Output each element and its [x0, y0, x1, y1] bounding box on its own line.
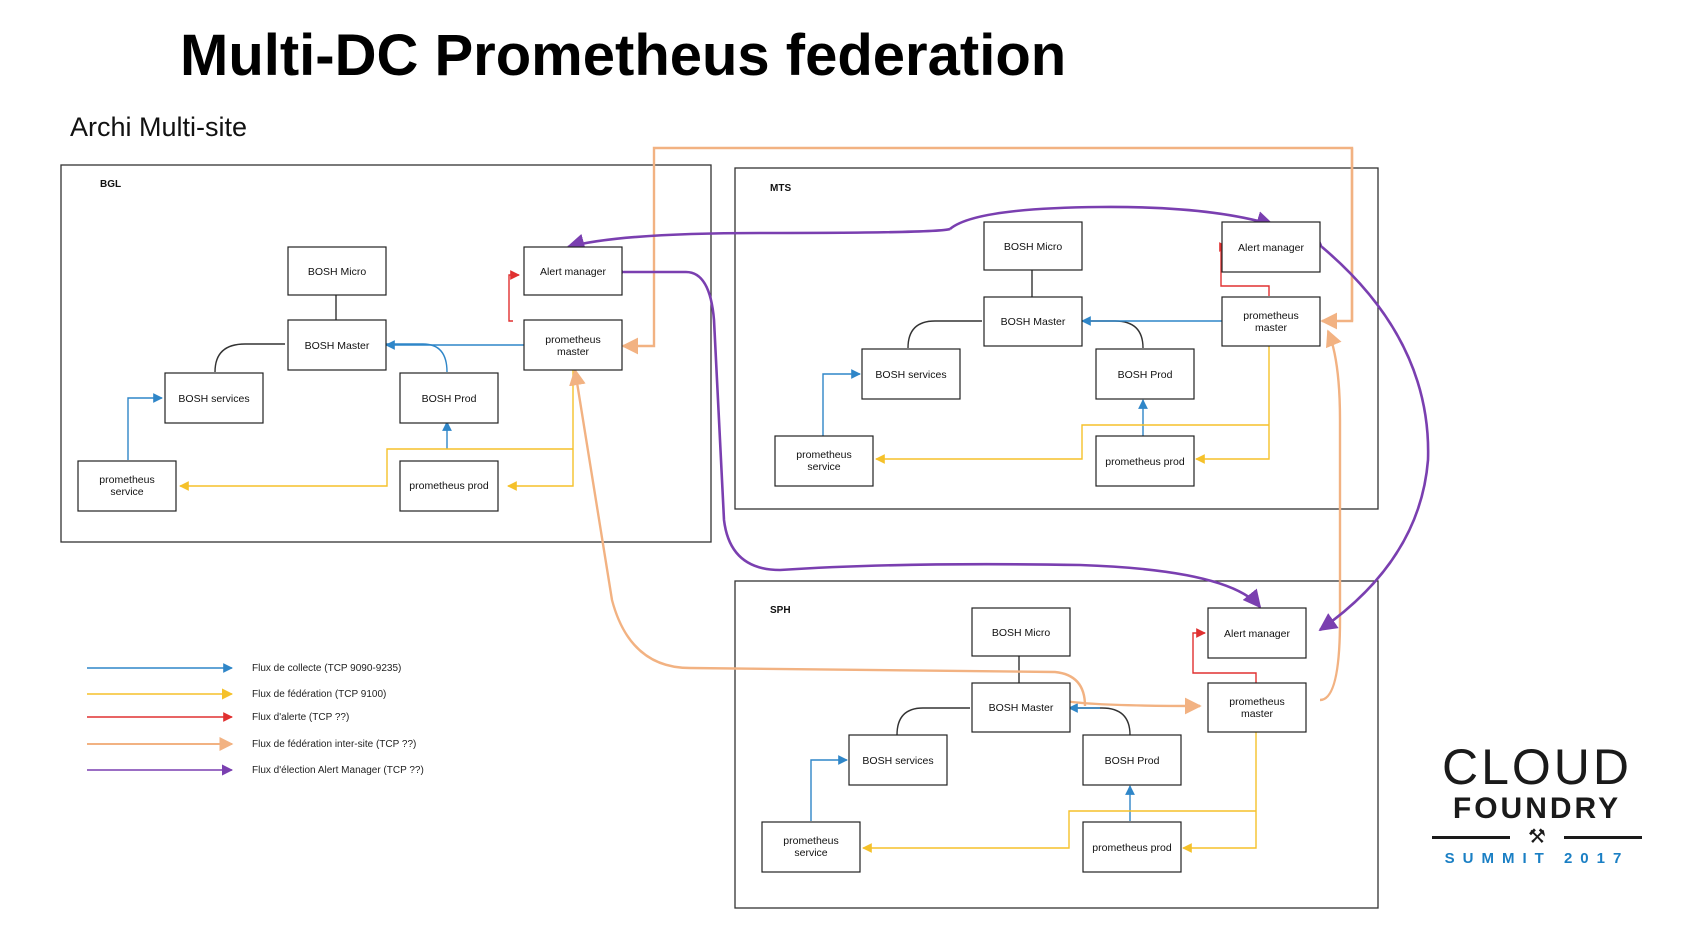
sph-bosh-micro: BOSH Micro: [971, 607, 1071, 657]
mts-bosh-services: BOSH services: [861, 348, 961, 400]
logo-divider: ⚒: [1432, 826, 1642, 848]
sph-bosh-services: BOSH services: [848, 734, 948, 786]
bgl-bosh-micro: BOSH Micro: [287, 246, 387, 296]
site-mts-label: MTS: [770, 183, 791, 194]
svg-text:BOSH services: BOSH services: [862, 755, 933, 767]
site-sph-label: SPH: [770, 605, 791, 616]
cloud-foundry-summit-logo: CLOUD FOUNDRY ⚒ SUMMIT 2017: [1432, 742, 1642, 867]
legend-item-collect: Flux de collecte (TCP 9090-9235): [87, 663, 401, 674]
svg-text:Flux d'élection Alert Manager: Flux d'élection Alert Manager (TCP ??): [252, 765, 424, 776]
svg-text:prometheus: prometheus: [545, 334, 600, 346]
svg-text:Flux de fédération inter-site: Flux de fédération inter-site (TCP ??): [252, 739, 416, 750]
legend-item-intersite: Flux de fédération inter-site (TCP ??): [87, 737, 416, 751]
svg-text:BOSH Micro: BOSH Micro: [308, 266, 367, 278]
mts-alert-manager: Alert manager: [1221, 221, 1321, 273]
svg-text:service: service: [794, 847, 827, 859]
bgl-prometheus-prod: prometheus prod: [399, 460, 499, 512]
svg-text:Flux d'alerte (TCP ??): Flux d'alerte (TCP ??): [252, 712, 349, 723]
svg-text:BOSH Master: BOSH Master: [989, 702, 1054, 714]
svg-text:master: master: [1241, 708, 1274, 720]
legend-item-election: Flux d'élection Alert Manager (TCP ??): [87, 764, 424, 776]
bgl-bosh-master: BOSH Master: [287, 319, 387, 371]
svg-text:BOSH Prod: BOSH Prod: [422, 393, 477, 405]
svg-text:prometheus: prometheus: [99, 474, 154, 486]
mts-bosh-master: BOSH Master: [983, 296, 1083, 347]
svg-text:Flux de fédération (TCP 9100): Flux de fédération (TCP 9100): [252, 689, 386, 700]
svg-text:BOSH Prod: BOSH Prod: [1118, 369, 1173, 381]
svg-text:prometheus: prometheus: [1243, 310, 1298, 322]
svg-text:prometheus prod: prometheus prod: [409, 480, 489, 492]
svg-text:Alert manager: Alert manager: [1224, 628, 1290, 640]
sph-links: [810, 628, 1257, 853]
legend: Flux de collecte (TCP 9090-9235) Flux de…: [87, 663, 424, 776]
bgl-bosh-prod: BOSH Prod: [399, 372, 499, 424]
svg-text:prometheus: prometheus: [796, 449, 851, 461]
svg-text:master: master: [557, 346, 590, 358]
page-subtitle: Archi Multi-site: [70, 112, 248, 142]
svg-text:Flux de collecte (TCP 9090-923: Flux de collecte (TCP 9090-9235): [252, 663, 401, 674]
sph-bosh-master: BOSH Master: [971, 682, 1071, 733]
page-title: Multi-DC Prometheus federation: [180, 23, 1067, 88]
svg-text:BOSH Micro: BOSH Micro: [1004, 241, 1063, 253]
logo-cloud-text: CLOUD: [1441, 739, 1633, 795]
sph-bosh-prod: BOSH Prod: [1082, 734, 1182, 786]
bgl-alert-manager: Alert manager: [523, 246, 623, 296]
sph-alert-manager: Alert manager: [1207, 607, 1307, 659]
svg-text:prometheus prod: prometheus prod: [1105, 456, 1185, 468]
logo-foundry-text: FOUNDRY: [1452, 792, 1622, 825]
site-bgl-label: BGL: [100, 179, 121, 190]
legend-item-alert: Flux d'alerte (TCP ??): [87, 712, 349, 723]
election-links: [566, 205, 1430, 632]
svg-text:service: service: [110, 486, 143, 498]
mts-prometheus-prod: prometheus prod: [1095, 435, 1195, 487]
svg-text:Alert manager: Alert manager: [1238, 242, 1304, 254]
svg-text:BOSH services: BOSH services: [875, 369, 946, 381]
svg-text:prometheus prod: prometheus prod: [1092, 842, 1172, 854]
mts-bosh-micro: BOSH Micro: [983, 221, 1083, 271]
crossed-hammers-icon: ⚒: [1528, 826, 1546, 848]
svg-text:prometheus: prometheus: [1229, 696, 1284, 708]
svg-text:BOSH Master: BOSH Master: [1001, 316, 1066, 328]
svg-text:master: master: [1255, 322, 1288, 334]
svg-text:service: service: [807, 461, 840, 473]
svg-text:BOSH services: BOSH services: [178, 393, 249, 405]
legend-item-federation: Flux de fédération (TCP 9100): [87, 688, 386, 700]
svg-text:prometheus: prometheus: [783, 835, 838, 847]
svg-text:BOSH Micro: BOSH Micro: [992, 627, 1051, 639]
sph-prometheus-prod: prometheus prod: [1082, 821, 1182, 873]
logo-summit-text: SUMMIT 2017: [1444, 850, 1630, 867]
bgl-bosh-services: BOSH services: [164, 372, 264, 424]
svg-text:BOSH Master: BOSH Master: [305, 340, 370, 352]
bgl-links: [127, 270, 574, 491]
mts-bosh-prod: BOSH Prod: [1095, 348, 1195, 400]
svg-text:Alert manager: Alert manager: [540, 266, 606, 278]
svg-text:BOSH Prod: BOSH Prod: [1105, 755, 1160, 767]
